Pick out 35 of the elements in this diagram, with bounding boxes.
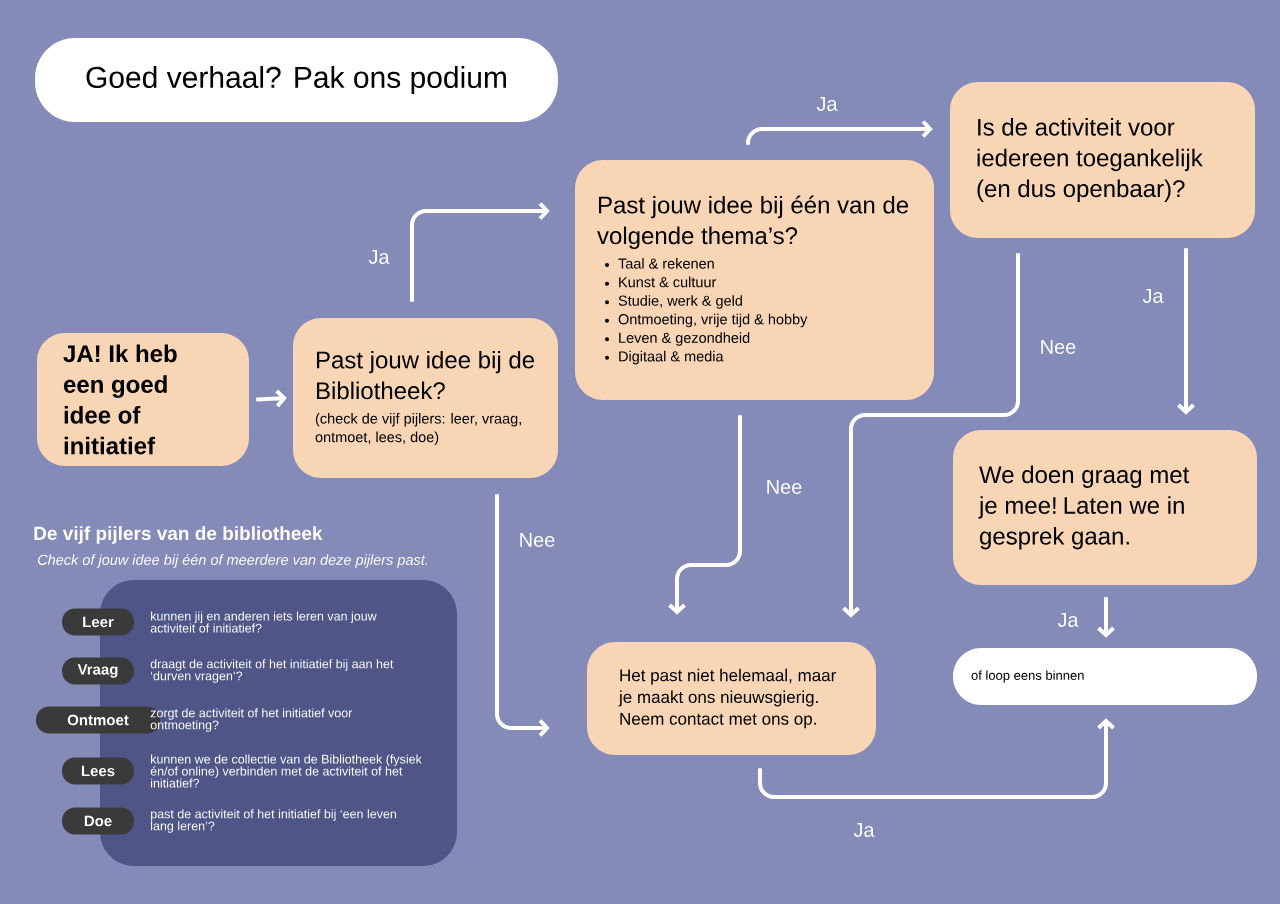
arrow: [1097, 597, 1115, 638]
pillar-label: Doe: [62, 807, 134, 835]
pillar-label: Lees: [62, 757, 134, 785]
panel-heading: De vijf pijlers van de bibliotheek: [34, 526, 323, 544]
pillar-label: Leer: [62, 608, 134, 636]
question-box: Is de activiteit voor iedereen toegankelijk (en dus openbaar)?: [950, 82, 1255, 238]
arrow: [256, 389, 287, 408]
pillar-description: draagt de activiteit of het initiatief bij aan het ‘durven vragen’?: [150, 659, 394, 683]
arrow: [1177, 248, 1195, 415]
pillar-label: Vraag: [62, 657, 134, 685]
answer-box: We doen graag met je mee! Laten we in gesprek gaan.: [953, 430, 1257, 585]
edge-label: Nee: [1037, 338, 1079, 356]
question-box: Past jouw idee bij één van de volgende thema’s? Taal & rekenen Kunst & cultuur Studie, werk & geld Ontmoeting, vrije tijd & hobby Leven & gezondheid Digitaal & media: [575, 160, 934, 400]
edge-label: Ja: [814, 95, 840, 113]
arrow: [758, 718, 1115, 799]
edge-label: Nee: [516, 531, 558, 549]
arrow: [668, 415, 742, 615]
pillar-description: kunnen we de collectie van de Bibliotheek (fysiek én/of online) verbinden met de activiteit of het initiatief?: [150, 754, 422, 788]
answer-box: Het past niet helemaal, maar je maakt ons nieuwsgierig. Neem contact met ons op.: [587, 642, 876, 755]
panel-subtitle: Check of jouw idee bij één of meerdere van deze pijlers past.: [38, 554, 428, 568]
arrow: [410, 202, 550, 302]
start-box: JA! Ik heb een goed idee of initiatief: [37, 333, 249, 466]
title-box: Goed verhaal? Pak ons podium: [35, 38, 558, 122]
edge-label: Ja: [1055, 611, 1081, 629]
pillar-description: past de activiteit of het initiatief bij ‘een leven lang leren’?: [151, 809, 396, 833]
edge-label: Ja: [366, 248, 392, 266]
arrow: [842, 253, 1020, 618]
arrow: [495, 494, 550, 737]
edge-label: Nee: [763, 478, 805, 496]
pillar-description: kunnen jij en anderen iets leren van jouw activiteit of initiatief?: [150, 611, 377, 633]
edge-label: Ja: [851, 821, 877, 839]
contact-box: of loop eens binnen: [953, 648, 1257, 705]
edge-label: Ja: [1140, 287, 1166, 305]
pillar-description: zorgt de activiteit of het initiatief voor ontmoeting?: [150, 708, 353, 732]
question-box: Past jouw idee bij de Bibliotheek? (check de vijf pijlers: leer, vraag, ontmoet, lees, doe): [293, 318, 558, 478]
